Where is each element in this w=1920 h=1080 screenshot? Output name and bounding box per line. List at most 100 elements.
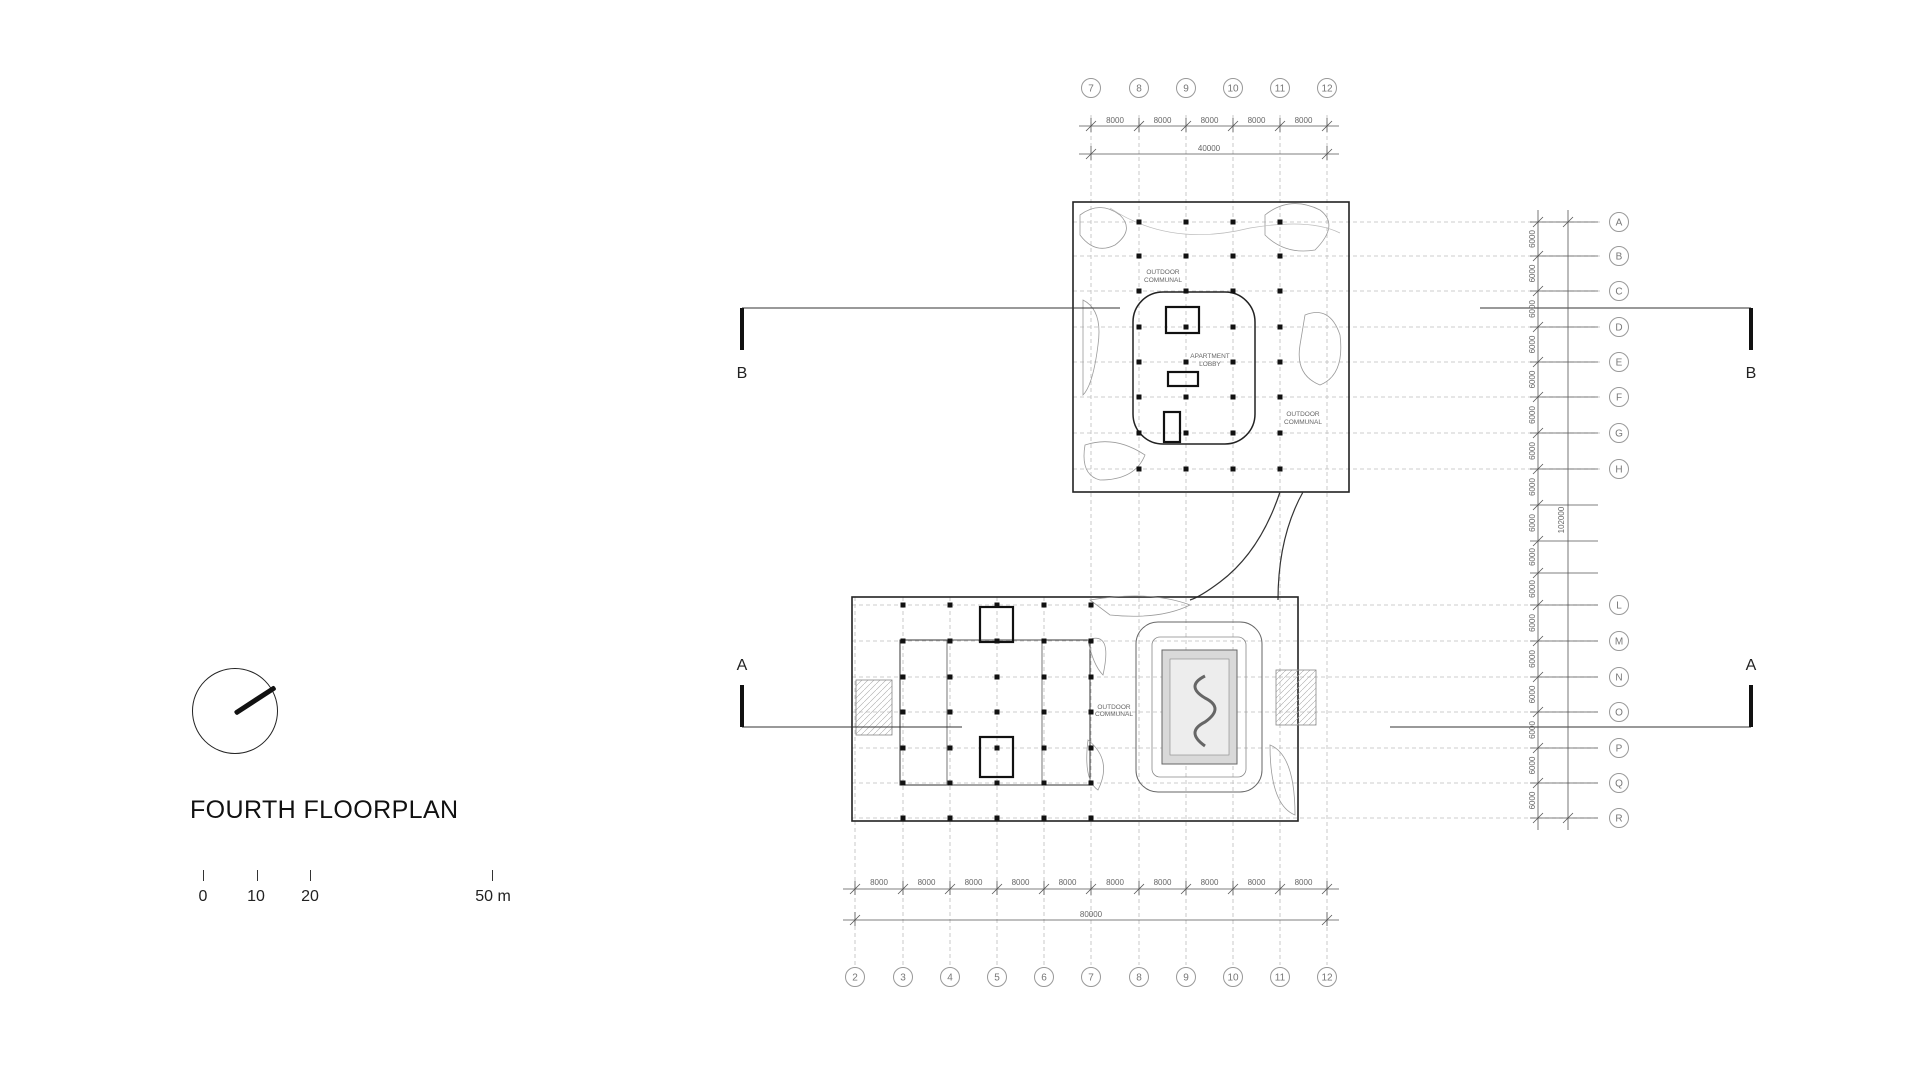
grid-bubble-bottom-8-label: 8 <box>1136 973 1142 984</box>
scale-tick-50 <box>492 870 493 881</box>
column-8-D <box>1136 324 1142 330</box>
column-10-E <box>1230 359 1236 365</box>
dim-right-bay-label-2: 6000 <box>1528 300 1537 318</box>
column-4-R <box>947 815 953 821</box>
column-11-A <box>1277 219 1283 225</box>
section-b-right: B <box>1746 365 1757 382</box>
structural-columns <box>900 219 1283 821</box>
grid-bubble-row-G-circle <box>1609 423 1629 443</box>
grid-bubble-top-10-circle <box>1223 78 1243 98</box>
dim-right-bay-label-12: 6000 <box>1528 650 1537 668</box>
grid-bubble-row-C-label: C <box>1615 287 1622 298</box>
column-3-N <box>900 674 906 680</box>
column-9-E <box>1183 359 1189 365</box>
column-11-C <box>1277 288 1283 294</box>
grid-bubble-top-12-label: 12 <box>1321 84 1333 95</box>
grid-bubble-top-7-circle <box>1081 78 1101 98</box>
dim-bottom-bay-label-1: 8000 <box>918 878 936 887</box>
grid-bubble-row-Q-label: Q <box>1615 779 1623 790</box>
grid-bubble-bottom-8-circle <box>1129 967 1149 987</box>
dim-right-bay-label-15: 6000 <box>1528 756 1537 774</box>
lower-room-label: OUTDOOR <box>1097 704 1131 711</box>
column-3-P <box>900 745 906 751</box>
grid-bubble-top-8-circle <box>1129 78 1149 98</box>
column-10-C <box>1230 288 1236 294</box>
grid-bubble-bottom-6-label: 6 <box>1041 973 1047 984</box>
grid-bubble-row-B-circle <box>1609 246 1629 266</box>
grid-bubble-row-B-label: B <box>1616 252 1623 263</box>
column-11-G <box>1277 430 1283 436</box>
grid-bubble-row-P-circle <box>1609 738 1629 758</box>
dim-right-bay-label-16: 6000 <box>1528 791 1537 809</box>
scale-label-50: 50 m <box>475 888 511 905</box>
grid-bubble-row-Q-circle <box>1609 773 1629 793</box>
dim-top-total-label: 40000 <box>1198 144 1221 153</box>
apartment-lobby-label-b: LOBBY <box>1199 361 1221 368</box>
dimension-lines <box>843 118 1598 926</box>
column-3-Q <box>900 780 906 786</box>
column-3-O <box>900 709 906 715</box>
grid-bubble-bottom-4-label: 4 <box>947 973 953 984</box>
scale-label-0: 0 <box>198 888 208 905</box>
scale-tick-0 <box>203 870 204 881</box>
grid-bubble-row-F-circle <box>1609 387 1629 407</box>
grid-bubble-row-E-label: E <box>1616 358 1623 369</box>
grid-bubble-top-7-label: 7 <box>1088 84 1094 95</box>
section-cut-marks <box>740 308 1753 727</box>
grid-bubble-bottom-9-label: 9 <box>1183 973 1189 984</box>
grid-bubble-row-L-label: L <box>1616 601 1622 612</box>
column-9-A <box>1183 219 1189 225</box>
grid-bubble-row-L-circle <box>1609 595 1629 615</box>
column-7-P <box>1088 745 1094 751</box>
dim-bottom-bay-label-2: 8000 <box>965 878 983 887</box>
grid-bubble-bottom-4-circle <box>940 967 960 987</box>
dim-right-bay-label-8: 6000 <box>1528 514 1537 532</box>
scale-label-10: 10 <box>247 888 265 905</box>
column-3-L <box>900 602 906 608</box>
grid-bubble-row-R-label: R <box>1615 814 1622 825</box>
column-5-R <box>994 815 1000 821</box>
grid-bubble-row-G-label: G <box>1615 429 1623 440</box>
grid-bubble-row-E-circle <box>1609 352 1629 372</box>
column-10-D <box>1230 324 1236 330</box>
column-9-D <box>1183 324 1189 330</box>
grid-bubble-row-A-label: A <box>1616 218 1623 229</box>
column-6-Q <box>1041 780 1047 786</box>
section-a-right: A <box>1746 657 1757 674</box>
dim-bottom-total-label: 80000 <box>1080 910 1103 919</box>
apartment-lobby-core <box>1132 291 1256 445</box>
column-10-B <box>1230 253 1236 259</box>
column-11-H <box>1277 466 1283 472</box>
north-arrow-icon <box>192 668 278 754</box>
grid-bubble-row-N-label: N <box>1615 673 1622 684</box>
grid-bubble-bottom-10-circle <box>1223 967 1243 987</box>
column-6-R <box>1041 815 1047 821</box>
grid-bubble-row-M-circle <box>1609 631 1629 651</box>
grid-bubble-bottom-3-label: 3 <box>900 973 906 984</box>
column-4-P <box>947 745 953 751</box>
column-6-O <box>1041 709 1047 715</box>
column-8-H <box>1136 466 1142 472</box>
lower-room-label-b: COMMUNAL <box>1095 711 1133 718</box>
section-lines <box>742 307 1751 728</box>
grid-bubble-row-N-circle <box>1609 667 1629 687</box>
grid-bubble-row-H-label: H <box>1615 465 1622 476</box>
column-6-M <box>1041 638 1047 644</box>
dim-bottom-bay-label-9: 8000 <box>1295 878 1313 887</box>
column-8-B <box>1136 253 1142 259</box>
section-letters: B B A A <box>737 365 1757 674</box>
dim-top-bay-label-0: 8000 <box>1106 116 1124 125</box>
column-10-F <box>1230 394 1236 400</box>
dim-top-bay-label-4: 8000 <box>1295 116 1313 125</box>
grid-bubble-top-8-label: 8 <box>1136 84 1142 95</box>
grid-bubble-top-10-label: 10 <box>1227 84 1239 95</box>
scale-label-20: 20 <box>301 888 319 905</box>
grid-bubble-bottom-11-circle <box>1270 967 1290 987</box>
section-a-left: A <box>737 657 748 674</box>
column-8-A <box>1136 219 1142 225</box>
dim-right-bay-label-0: 6000 <box>1528 230 1537 248</box>
column-4-M <box>947 638 953 644</box>
dim-bottom-bay-label-7: 8000 <box>1201 878 1219 887</box>
grid-bubble-row-P-label: P <box>1616 744 1623 755</box>
